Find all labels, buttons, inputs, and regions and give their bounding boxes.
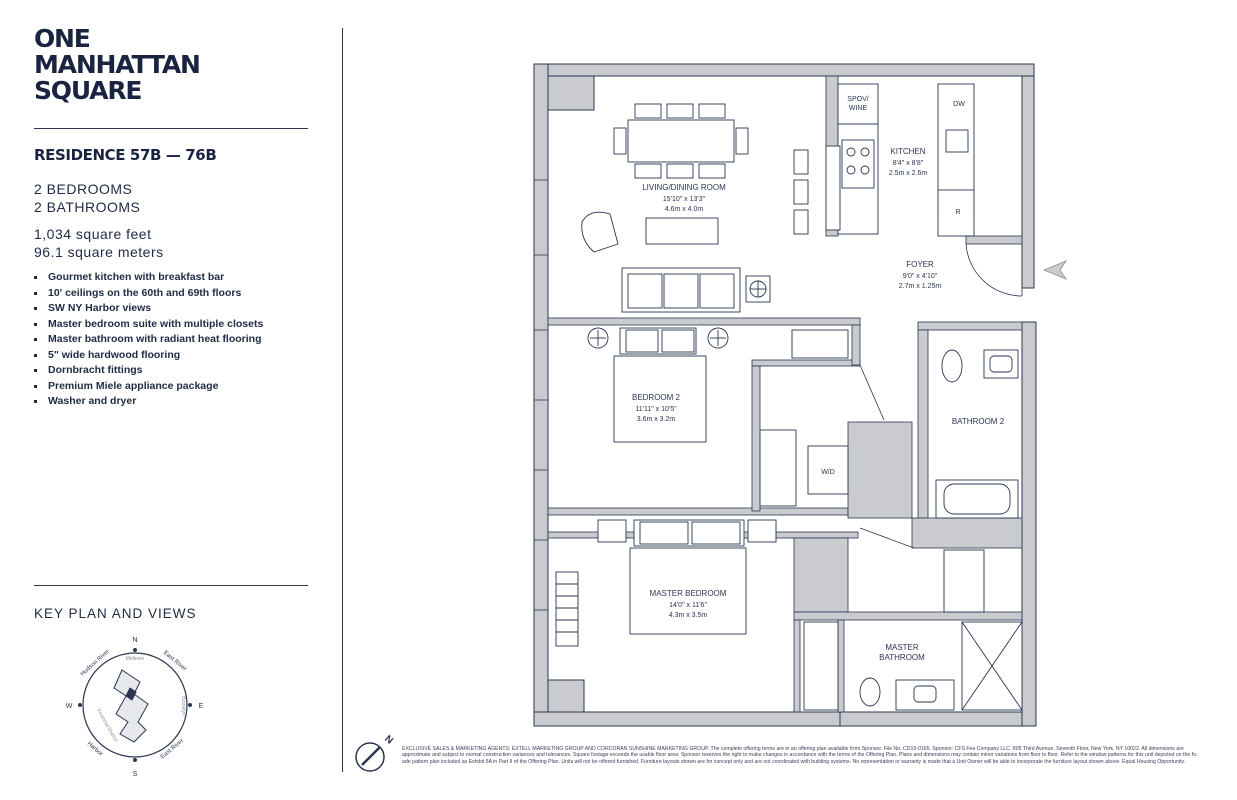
brand-logo: ONE MANHATTAN SQUARE xyxy=(34,26,274,104)
residence-title: RESIDENCE 57B — 76B xyxy=(34,146,217,164)
bedroom-2-name: BEDROOM 2 xyxy=(632,393,681,402)
feature-item: Master bedroom suite with multiple close… xyxy=(34,317,263,333)
brand-line-3: SQUARE xyxy=(34,76,142,105)
master-bathroom-name-1: MASTER xyxy=(885,643,919,652)
key-plan-diagram: N S W E Hudson River East River East Riv… xyxy=(66,637,204,778)
key-plan-ring xyxy=(82,652,188,758)
bathroom-count: 2 BATHROOMS xyxy=(34,199,141,215)
bathroom-2-name: BATHROOM 2 xyxy=(952,417,1005,426)
divider-bottom xyxy=(34,585,308,586)
bedroom-count: 2 BEDROOMS xyxy=(34,181,133,197)
kitchen-cabinetry xyxy=(793,83,975,237)
master-bathroom-name-2: BATHROOM xyxy=(879,653,925,662)
key-north-label: N xyxy=(132,637,137,644)
key-midtown-label: Midtown xyxy=(126,656,145,662)
kitchen-metric: 2.5m x 2.6m xyxy=(889,170,928,177)
key-brooklyn-label: Brooklyn xyxy=(180,696,186,716)
feature-item: Master bathroom with radiant heat floori… xyxy=(34,332,263,348)
master-bedroom-metric: 4.3m x 3.5m xyxy=(669,612,708,619)
feature-item: 5" wide hardwood flooring xyxy=(34,348,263,364)
key-plan-title: KEY PLAN AND VIEWS xyxy=(34,606,197,621)
exterior-walls xyxy=(533,63,1037,727)
key-west-label: W xyxy=(66,703,73,710)
master-bedroom-imperial: 14'0" x 11'6" xyxy=(669,602,707,609)
entry-arrow-icon xyxy=(1042,260,1068,280)
key-financial-label: Financial District xyxy=(95,708,119,743)
bedroom-2-imperial: 11'11" x 10'5" xyxy=(635,406,677,413)
bedroom-2-furniture xyxy=(587,327,849,507)
spov-wine-label-2: WINE xyxy=(849,105,868,112)
brand-line-1: ONE xyxy=(34,24,91,53)
key-building-footprint xyxy=(113,669,149,743)
dining-table xyxy=(613,103,749,179)
square-feet: 1,034 square feet xyxy=(34,226,152,242)
north-compass-icon: N xyxy=(355,734,395,772)
living-room-metric: 4.6m x 4.0m xyxy=(665,206,704,213)
feature-list: Gourmet kitchen with breakfast bar 10' c… xyxy=(34,270,263,410)
compass-north-label: N xyxy=(382,734,395,747)
feature-item: Washer and dryer xyxy=(34,394,263,410)
feature-item: Dornbracht fittings xyxy=(34,363,263,379)
vertical-divider xyxy=(342,28,343,772)
dishwasher-label: DW xyxy=(953,101,965,108)
washer-dryer-label: W/D xyxy=(821,469,835,476)
key-harbor-label: Harbor xyxy=(86,741,104,758)
bedroom-2-metric: 3.6m x 3.2m xyxy=(637,416,676,423)
feature-item: SW NY Harbor views xyxy=(34,301,263,317)
kitchen-name: KITCHEN xyxy=(890,147,925,156)
feature-item: Premium Miele appliance package xyxy=(34,379,263,395)
master-bedroom-name: MASTER BEDROOM xyxy=(650,589,727,598)
spov-wine-label-1: SPOV/ xyxy=(847,96,868,103)
living-room-name: LIVING/DINING ROOM xyxy=(642,183,726,192)
brand-line-2: MANHATTAN xyxy=(34,50,201,79)
foyer-metric: 2.7m x 1.25m xyxy=(899,283,942,290)
foyer-name: FOYER xyxy=(906,260,934,269)
bathroom-2-fixtures xyxy=(935,349,1019,519)
floor-plan: SPOV/ WINE DW R W/D xyxy=(533,63,1037,727)
key-east-label: E xyxy=(199,703,204,710)
door-swings xyxy=(859,243,1023,549)
foyer-imperial: 9'0" x 4'10" xyxy=(903,273,938,280)
fridge-label: R xyxy=(955,209,960,216)
kitchen-imperial: 8'4" x 8'8" xyxy=(893,160,924,167)
divider-top xyxy=(34,128,308,129)
legal-disclaimer: EXCLUSIVE SALES & MARKETING AGENTS: EXTE… xyxy=(402,746,1198,765)
feature-item: 10' ceilings on the 60th and 69th floors xyxy=(34,286,263,302)
living-furniture xyxy=(581,211,771,313)
key-east-river-top-label: East River xyxy=(162,650,187,672)
living-room-imperial: 15'10" x 13'3" xyxy=(663,196,706,203)
master-bathroom-fixtures xyxy=(859,621,1023,711)
feature-item: Gourmet kitchen with breakfast bar xyxy=(34,270,263,286)
key-south-label: S xyxy=(133,771,138,778)
master-bedroom-furniture xyxy=(555,519,985,711)
key-hudson-label: Hudson River xyxy=(80,649,111,678)
square-meters: 96.1 square meters xyxy=(34,244,164,260)
